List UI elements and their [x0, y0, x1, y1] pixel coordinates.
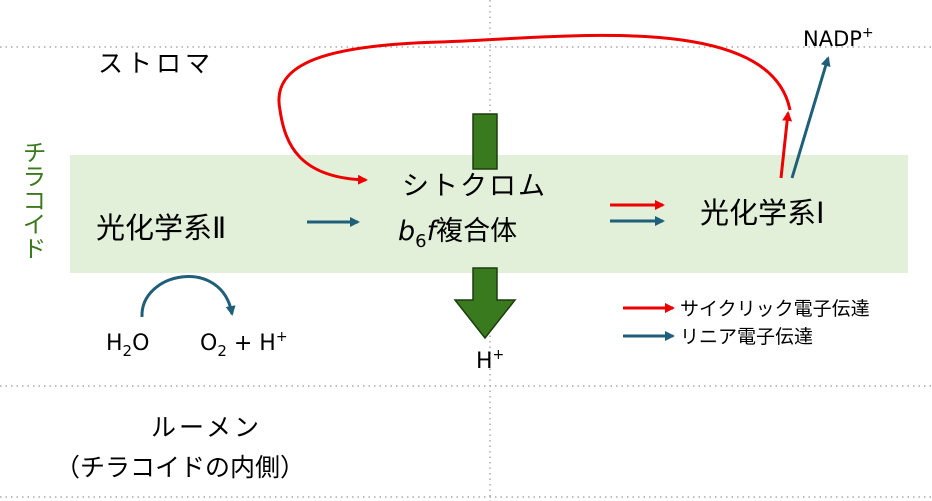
h2o-label: H2O [106, 331, 149, 360]
o2-h-label: O2 + H+ [200, 329, 288, 360]
cytochrome-label-line1: シトクロム [402, 171, 547, 202]
thylakoid-membrane [70, 155, 908, 273]
psii-label: 光化学系Ⅱ [96, 211, 226, 245]
legend-cyclic-label: サイクリック電子伝達 [680, 298, 870, 320]
proton-label: H+ [476, 347, 504, 374]
stroma-label: ストロマ [98, 49, 214, 78]
cyclic-arrow-psi-up [779, 111, 793, 179]
cytochrome-label-line2: b6f複合体 [398, 216, 517, 252]
thylakoid-label: チラコイド [18, 140, 46, 260]
lumen-label: ルーメン [151, 413, 262, 442]
lumen-sub-label: （チラコイドの内側） [55, 453, 305, 482]
legend-linear-label: リニア電子伝達 [680, 326, 813, 348]
nadp-label: NADP+ [803, 25, 874, 51]
legend: サイクリック電子伝達 リニア電子伝達 [623, 298, 870, 348]
psi-label: 光化学系Ⅰ [700, 196, 825, 230]
water-splitting-arrow [140, 275, 236, 318]
linear-arrow-psi-to-nadp [790, 56, 831, 179]
proton-transport-arrow [453, 113, 517, 340]
cyclic-electron-loop-arrow [277, 33, 792, 185]
